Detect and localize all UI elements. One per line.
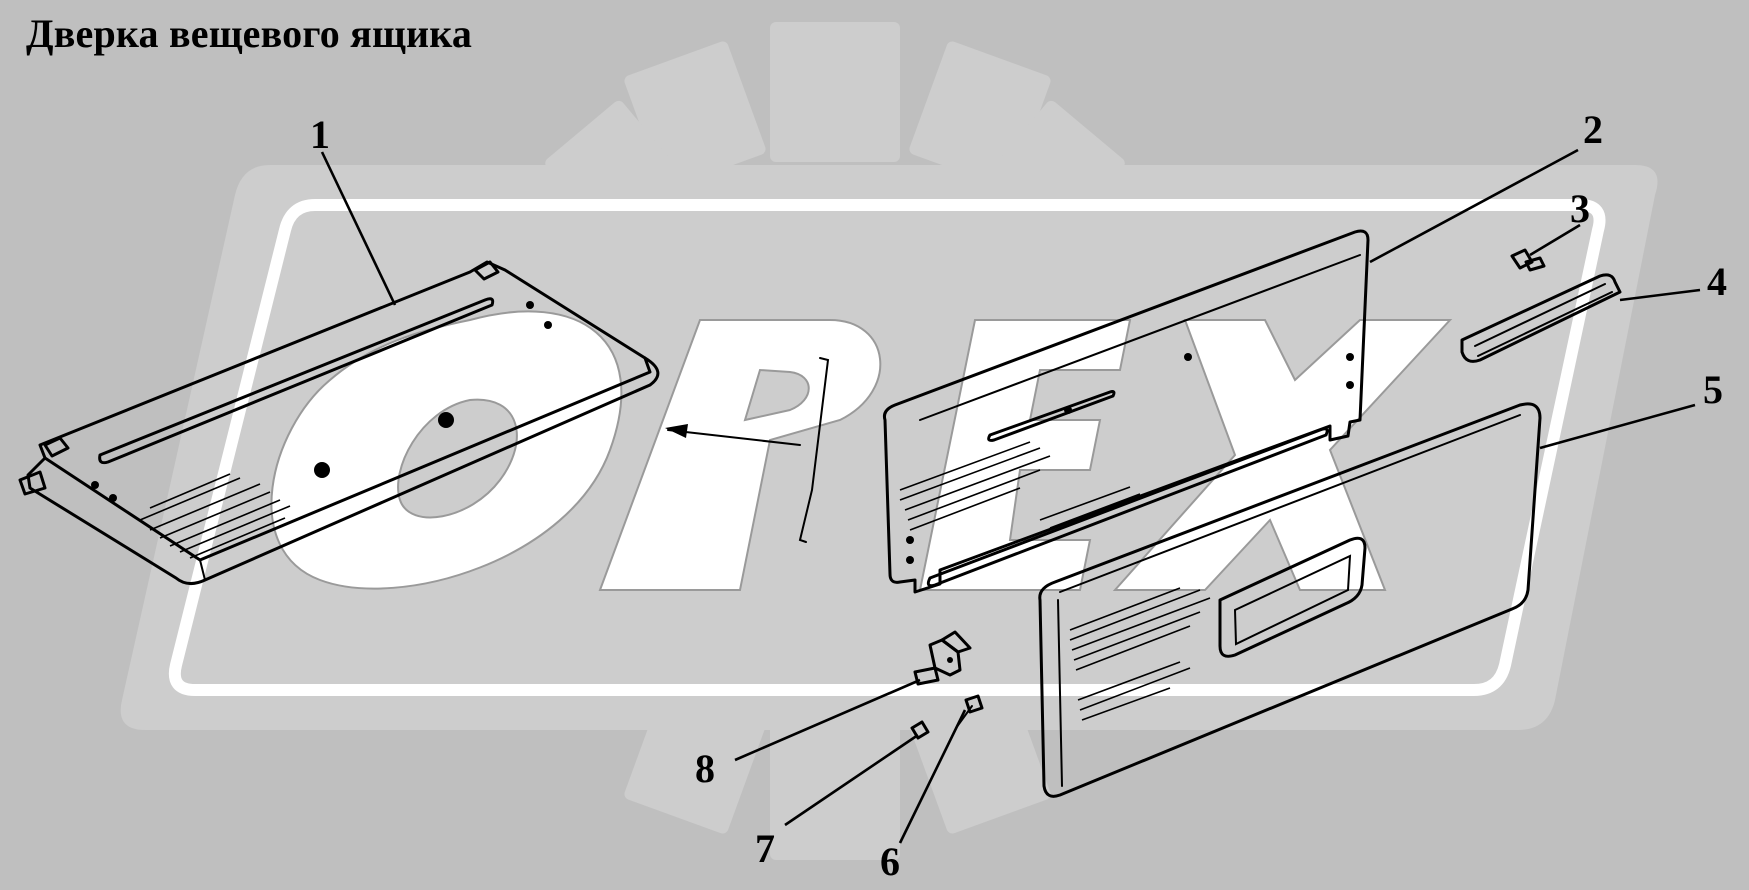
diagram-title: Дверка вещевого ящика <box>26 11 473 56</box>
callout-2: 2 <box>1583 107 1603 152</box>
callout-6: 6 <box>880 839 900 884</box>
part-7-pin <box>910 720 930 740</box>
part-1-door-inner-panel <box>18 260 660 585</box>
part-5-door-outer-panel <box>1038 402 1542 798</box>
callout-4: 4 <box>1707 259 1727 304</box>
leader-lines <box>320 148 1701 844</box>
callout-5: 5 <box>1703 367 1723 412</box>
callout-labels: 1 2 3 4 5 6 7 8 <box>310 107 1727 884</box>
callout-1: 1 <box>310 112 330 157</box>
callout-3: 3 <box>1570 186 1590 231</box>
part-4-handle-strip <box>1460 273 1622 363</box>
assembly-arrow <box>665 357 830 543</box>
callout-7: 7 <box>755 826 775 871</box>
callout-8: 8 <box>695 746 715 791</box>
watermark-logo <box>120 22 1658 860</box>
part-3-screw <box>1510 248 1546 272</box>
part-2-door-seal-plate <box>883 229 1370 594</box>
